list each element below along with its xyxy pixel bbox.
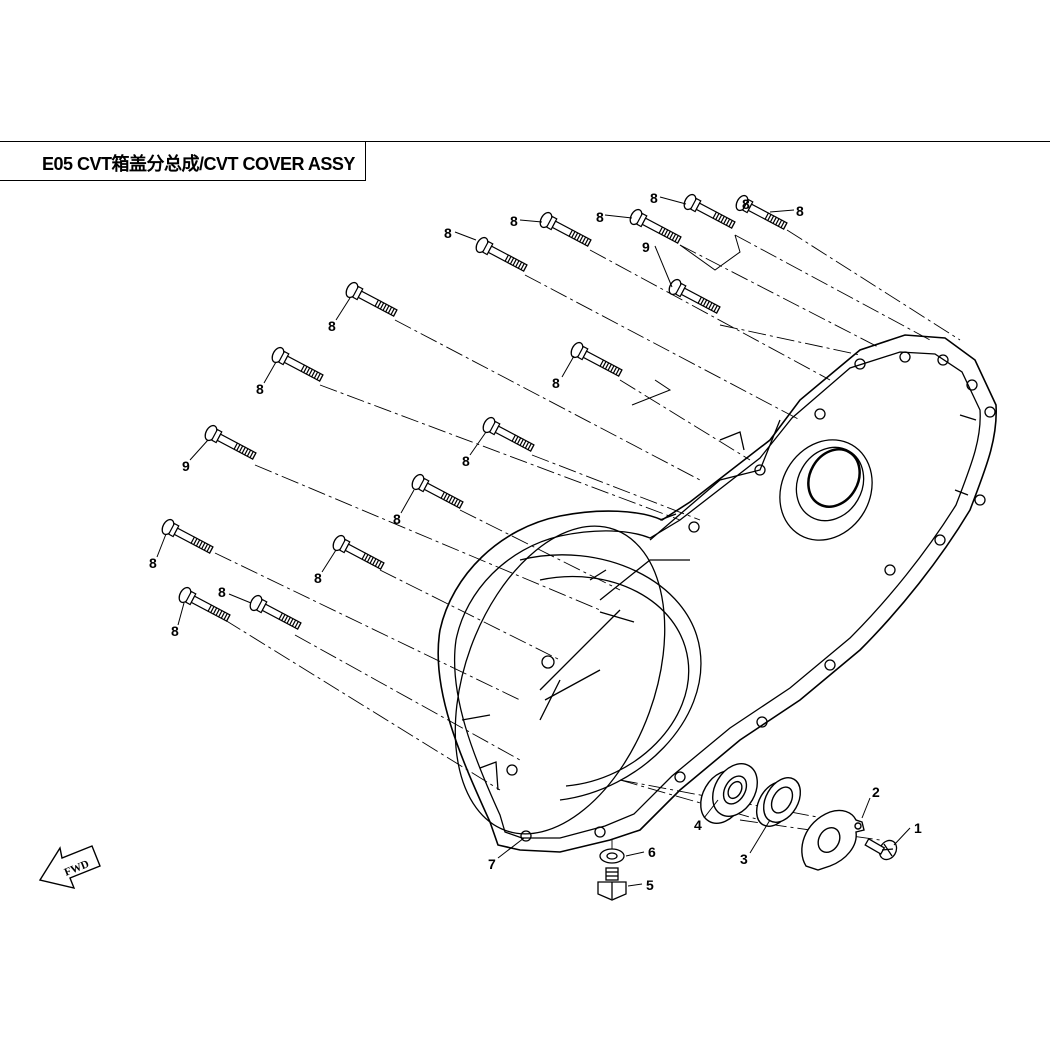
oil-seal [755, 777, 802, 827]
callout-8: 8 [444, 225, 452, 241]
callout-8: 8 [462, 453, 470, 469]
callout-8: 8 [596, 209, 604, 225]
callout-9: 9 [642, 239, 650, 255]
washer [599, 848, 625, 864]
callout-3: 3 [740, 851, 748, 867]
bolt-8 [473, 234, 530, 276]
callout-4: 4 [694, 817, 702, 833]
callout-8: 8 [218, 584, 226, 600]
callout-9: 9 [182, 458, 190, 474]
callout-leaders [156, 196, 911, 887]
bolt-8 [627, 206, 684, 248]
bolt-9 [202, 422, 259, 464]
assembly-center-lines [214, 229, 961, 860]
callout-7: 7 [488, 856, 496, 872]
callout-8: 8 [314, 570, 322, 586]
bolt-8 [159, 516, 216, 558]
cvt-cover [437, 334, 997, 853]
callout-8: 8 [149, 555, 157, 571]
callout-8: 8 [650, 190, 658, 206]
callout-8: 8 [742, 196, 750, 212]
bolt-8 [537, 209, 594, 251]
callout-8: 8 [171, 623, 179, 639]
callout-1: 1 [914, 820, 922, 836]
drain-bolt [597, 867, 627, 901]
header-rule [0, 141, 1050, 142]
bolt-8 [343, 279, 400, 321]
callout-8: 8 [393, 511, 401, 527]
callout-5: 5 [646, 877, 654, 893]
title-box [0, 141, 366, 181]
bolt-8 [681, 191, 738, 233]
screw [864, 838, 898, 861]
bolt-8 [568, 339, 625, 381]
bolt-8 [480, 414, 537, 456]
callout-8: 8 [796, 203, 804, 219]
callout-2: 2 [872, 784, 880, 800]
callout-6: 6 [648, 844, 656, 860]
retainer-plate [801, 809, 865, 871]
bolt-group [159, 191, 790, 634]
forward-arrow-icon: FWD [38, 845, 101, 889]
callout-8: 8 [510, 213, 518, 229]
bolt-8 [269, 344, 326, 386]
page-title: E05 CVT箱盖分总成/CVT COVER ASSY [42, 154, 355, 174]
callout-8: 8 [256, 381, 264, 397]
bolt-8 [247, 592, 304, 634]
bolt-8 [409, 471, 466, 513]
bracket-leaders [631, 234, 741, 406]
callout-labels: 1 2 3 4 5 6 7 8 8 8 8 8 8 8 8 8 8 8 8 8 … [149, 190, 922, 893]
bolt-8 [330, 532, 387, 574]
callout-8: 8 [328, 318, 336, 334]
bearing [700, 763, 758, 824]
bolt-9 [666, 276, 723, 318]
callout-8: 8 [552, 375, 560, 391]
